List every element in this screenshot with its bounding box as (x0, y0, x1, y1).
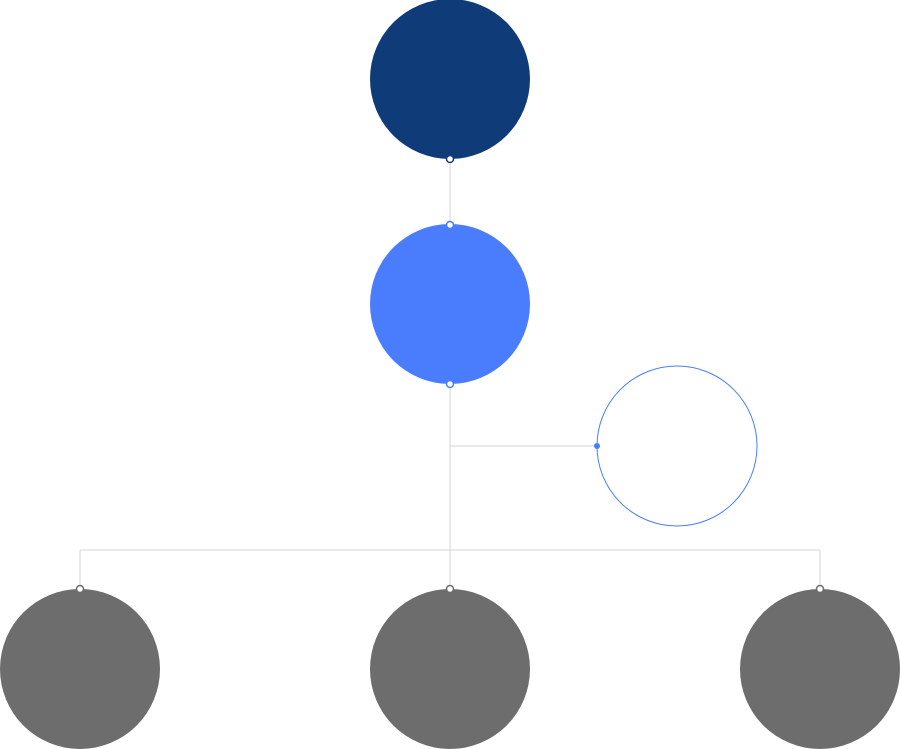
port-child-left-top (75, 584, 85, 594)
port-child-center-top (445, 584, 455, 594)
child-node-left[interactable] (0, 589, 160, 749)
port-root-bottom (445, 154, 455, 164)
child-node-right[interactable] (740, 589, 900, 749)
child-node-center[interactable] (370, 589, 530, 749)
root-node[interactable] (370, 0, 530, 159)
level-2-node[interactable] (370, 224, 530, 384)
port-child-right-top (815, 584, 825, 594)
port-level2-bottom (445, 379, 455, 389)
port-assistant-left (594, 443, 600, 449)
connection-ports (75, 154, 825, 594)
port-level2-top (445, 220, 455, 230)
connector-lines (79, 159, 821, 589)
assistant-node[interactable] (596, 365, 758, 527)
